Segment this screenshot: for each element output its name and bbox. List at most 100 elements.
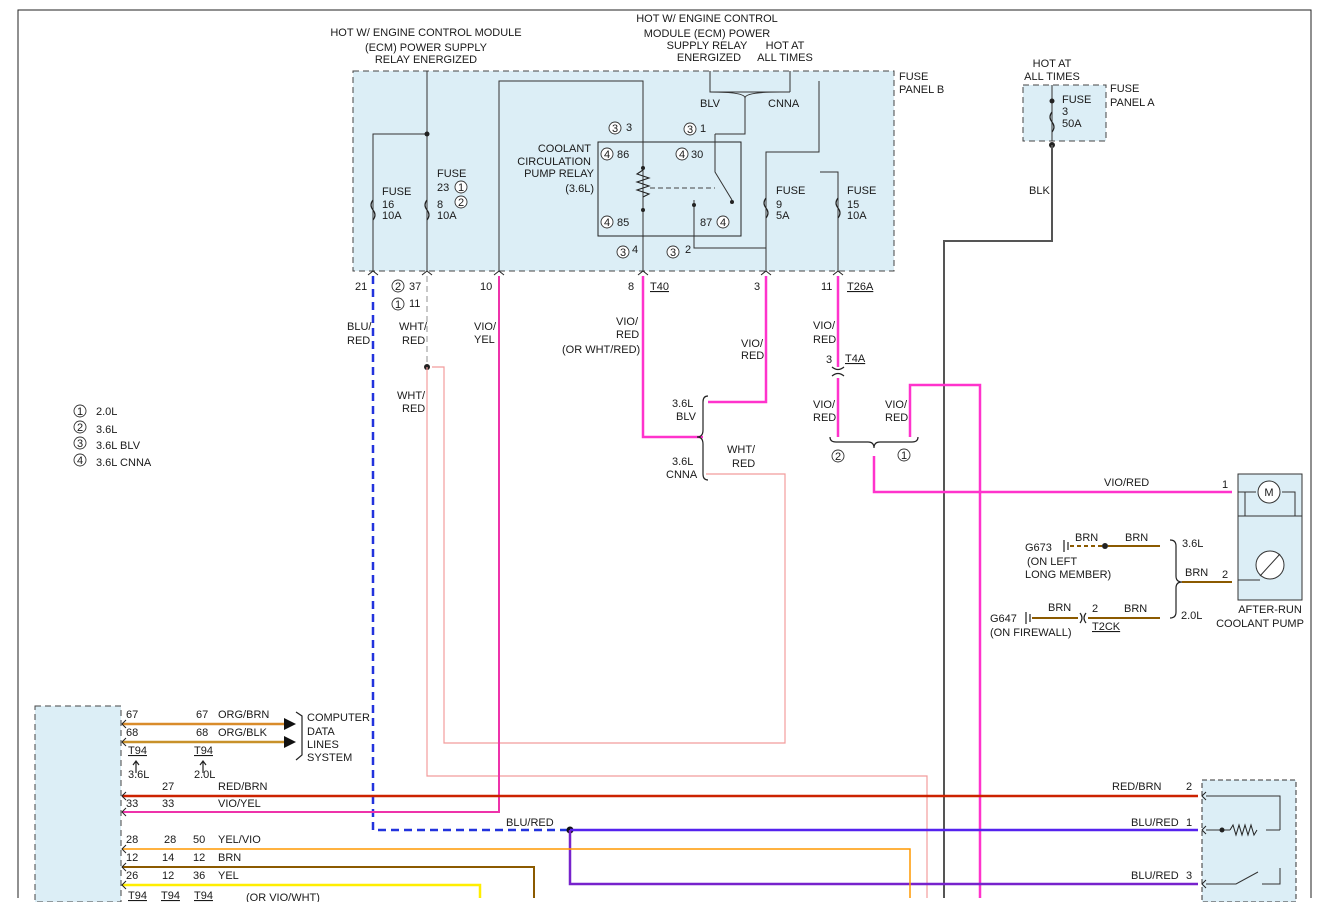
- yel-wire-row: [122, 883, 482, 898]
- ecm-36l: 3.6L: [128, 769, 149, 781]
- terminal-11b: 11: [821, 281, 832, 293]
- t4a-label: T4A: [845, 353, 866, 365]
- blv-36-label-a: 3.6L: [672, 398, 693, 410]
- vio-red-label-3a: VIO/: [813, 320, 836, 332]
- ecm-row-28-color: YEL/VIO: [218, 834, 261, 846]
- fuse-23-circle-1-num: 1: [458, 182, 464, 194]
- blv-label: BLV: [700, 98, 721, 110]
- vio-yel-label-1b: YEL: [474, 334, 495, 346]
- relay-circle-3b-num: 3: [687, 124, 693, 136]
- blu-red-r1-label: BLU/RED: [1131, 817, 1179, 829]
- ecm-row-26-color: YEL: [218, 870, 239, 882]
- ecm-row-26c: 36: [193, 870, 205, 882]
- ecm-bottom-t94-1: T94: [128, 890, 147, 902]
- legend-text-1: 2.0L: [96, 406, 117, 418]
- wht-red-wire-a: [426, 367, 928, 898]
- t2ck-label: T2CK: [1092, 621, 1121, 633]
- ecm-relay-hot-1: HOT W/ ENGINE CONTROL MODULE: [330, 27, 521, 39]
- t4a-connector: [831, 366, 845, 377]
- wht-red-label-1b: RED: [402, 335, 425, 347]
- ecm-row-33b: 33: [162, 798, 174, 810]
- g673-brn-a: BRN: [1075, 532, 1098, 544]
- vio-red-label-5b: RED: [885, 412, 908, 424]
- vio-red-label-4b: RED: [813, 412, 836, 424]
- fuse-23-symbol: [424, 199, 430, 221]
- terminal-37: 37: [409, 281, 421, 293]
- fuse-9-symbol: [763, 197, 769, 219]
- ecm-relay-hot-2: (ECM) POWER SUPPLY: [365, 42, 488, 54]
- fuse-23-circle-2: [454, 195, 468, 209]
- vio-red-wire-right: [908, 383, 982, 898]
- relay-title-3: PUMP RELAY: [524, 168, 595, 180]
- legend-num-3: 3: [77, 438, 83, 450]
- option-circle-1: [897, 448, 911, 462]
- vio-red-label-2b: RED: [741, 350, 764, 362]
- t2ck-pin: 2: [1092, 603, 1098, 615]
- wht-red-label-3b: RED: [732, 458, 755, 470]
- blv-cnna-splice: [709, 71, 791, 135]
- fuse-9-label-2: 9: [776, 199, 782, 211]
- panel-b-connectors: [367, 270, 844, 276]
- computer-data-4: SYSTEM: [307, 752, 352, 764]
- relay-circle-3c: [616, 245, 630, 259]
- panel-b-internal-right: [765, 81, 839, 271]
- g673-label-2: (ON LEFT: [1027, 556, 1077, 568]
- fuse-3-label-3: 50A: [1062, 118, 1082, 130]
- relay-circle-3a-num: 3: [612, 123, 618, 135]
- wht-red-label-2b: RED: [402, 403, 425, 415]
- brn-wire-row: [122, 866, 535, 898]
- terminal-3: 3: [754, 281, 760, 293]
- ground-20-label: 2.0L: [1181, 610, 1202, 622]
- ecm-box: [34, 705, 122, 902]
- relay-pin-3-top: 3: [626, 122, 632, 134]
- relay-coil: [635, 169, 651, 198]
- ecm-row-28c: 50: [193, 834, 205, 846]
- relay-title-4: (3.6L): [565, 183, 594, 195]
- option-circle-2-num: 2: [835, 451, 841, 463]
- legend-circle-1: [73, 404, 87, 418]
- wht-red-wire-b: [432, 366, 786, 744]
- wht-red-label-3a: WHT/: [727, 444, 756, 456]
- relay-pin-30: 30: [691, 149, 703, 161]
- terminal-11-circle: [391, 297, 405, 311]
- vio-yel-wire: [122, 276, 500, 813]
- legend-text-4: 3.6L CNNA: [96, 457, 152, 469]
- ecm-row-27: 27: [162, 781, 174, 793]
- ground-brn-c: BRN: [1185, 567, 1208, 579]
- blu-red-label-1b: RED: [347, 335, 370, 347]
- ecm-power-hot-2: MODULE (ECM) POWER: [644, 28, 771, 40]
- ecm-row-67-color: ORG/BRN: [218, 709, 269, 721]
- hot-all-times-1b: ALL TIMES: [757, 52, 813, 64]
- fuse-panel-b-label-1: FUSE: [899, 71, 928, 83]
- relay-circle-4d-num: 4: [720, 217, 726, 229]
- yel-vio-wire: [122, 848, 911, 898]
- terminal-10: 10: [480, 281, 492, 293]
- legend-circle-3: [73, 436, 87, 450]
- relay-circle-3d-num: 3: [670, 247, 676, 259]
- vio-red-label-1b: RED: [616, 329, 639, 341]
- ecm-row-67: 67: [126, 709, 138, 721]
- blu-red-down-wire: [568, 830, 1198, 886]
- relay-dot-1: [641, 166, 645, 170]
- legend-text-3: 3.6L BLV: [96, 440, 141, 452]
- vio-red-label-1c: (OR WHT/RED): [562, 344, 640, 356]
- ecm-row-27-color: RED/BRN: [218, 781, 268, 793]
- ecm-bottom-note: (OR VIO/WHT): [246, 892, 320, 902]
- option-circle-1-num: 1: [901, 450, 907, 462]
- g673-label-1: G673: [1025, 542, 1052, 554]
- ground-36-label: 3.6L: [1182, 538, 1203, 550]
- legend-circle-4: [73, 453, 87, 467]
- right-comp-wiring: [1206, 795, 1281, 885]
- fuse-23-circle-1: [454, 180, 468, 194]
- pump-motor-icon: [1257, 480, 1281, 504]
- ecm-row-28: 28: [126, 834, 138, 846]
- relay-circle-4b: [675, 147, 689, 161]
- ecm-relay-hot-3: RELAY ENERGIZED: [375, 54, 477, 66]
- ecm-row-12-color: BRN: [218, 852, 241, 864]
- fuse-3-label-1: FUSE: [1062, 94, 1091, 106]
- fuse-15-symbol: [835, 197, 841, 219]
- relay-circle-3b: [683, 122, 697, 136]
- pump-sensor-arrow: [1238, 553, 1281, 581]
- g647-label-1: G647: [990, 613, 1017, 625]
- relay-circle-3a: [608, 121, 622, 135]
